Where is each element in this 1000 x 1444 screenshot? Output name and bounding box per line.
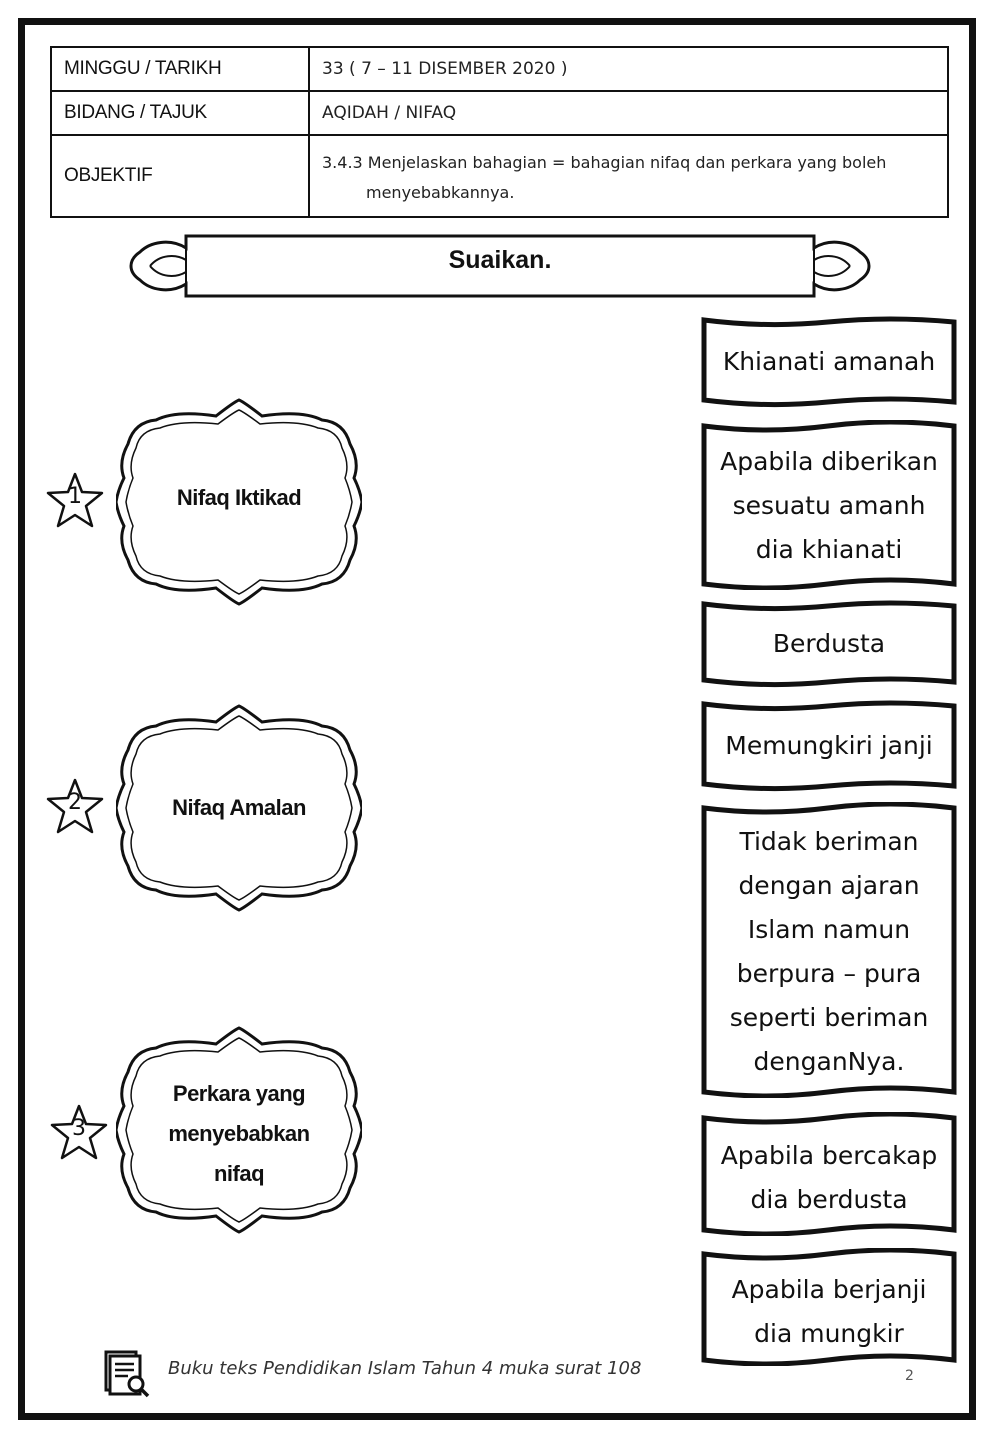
card-line: dia mungkir [754,1319,904,1348]
left-item-label: Nifaq Amalan [172,795,306,820]
card-line: dia khianati [755,535,903,564]
star-icon [50,1104,108,1160]
card-line: Apabila bercakap [720,1141,938,1170]
item-number: 3 [72,1116,86,1141]
card-text[interactable]: Berdusta [705,622,953,666]
card-line: dia berdusta [750,1185,908,1214]
info-label: OBJEKTIF [50,134,310,218]
info-label: BIDANG / TAJUK [50,90,310,136]
banner-title: Suaikan. [448,246,552,274]
card-line: Apabila diberikan [720,447,938,476]
left-item-line: Perkara yang [172,1081,306,1106]
label-frame [116,398,362,606]
card-text[interactable]: Tidak beriman dengan ajaran Islam namun … [705,820,953,1084]
page-number: 2 [905,1368,914,1384]
star-icon [46,472,104,528]
info-row-week: MINGGU / TARIKH 33 ( 7 – 11 DISEMBER 202… [50,46,949,92]
answer-card[interactable] [700,802,958,1098]
title-banner [129,234,871,298]
info-value: 33 ( 7 – 11 DISEMBER 2020 ) [308,46,949,92]
card-line: Islam namun [747,915,911,944]
card-text[interactable]: Apabila bercakap dia berdusta [705,1134,953,1222]
card-line: dengan ajaran [738,871,920,900]
info-table: MINGGU / TARIKH 33 ( 7 – 11 DISEMBER 202… [50,46,949,218]
answer-card[interactable] [700,420,958,590]
page-border [18,18,976,1420]
label-frame [116,704,362,912]
card-line: Apabila berjanji [731,1275,927,1304]
info-row-topic: BIDANG / TAJUK AQIDAH / NIFAQ [50,90,949,136]
item-number: 1 [68,484,82,509]
card-text[interactable]: Memungkiri janji [705,724,953,768]
card-text[interactable]: Apabila berjanji dia mungkir [705,1268,953,1356]
answer-card[interactable] [700,316,958,408]
card-line: Tidak beriman [739,827,919,856]
label-frame [116,1026,362,1234]
info-row-objective: OBJEKTIF 3.4.3 Menjelaskan bahagian = ba… [50,134,949,218]
card-line: Memungkiri janji [725,731,933,760]
card-line: denganNya. [753,1047,905,1076]
star-icon [46,778,104,834]
left-item-label: Perkara yang menyebabkan nifaq [116,1074,362,1194]
card-line: Khianati amanah [722,347,936,376]
book-search-icon [104,1350,150,1398]
answer-card[interactable] [700,600,958,688]
left-item-line: nifaq [213,1161,265,1186]
answer-card[interactable] [700,1112,958,1236]
objective-line-2: menyebabkannya. [366,183,515,202]
card-line: seperti beriman [729,1003,929,1032]
card-text[interactable]: Apabila diberikan sesuatu amanh dia khia… [705,440,953,572]
footer-reference: Buku teks Pendidikan Islam Tahun 4 muka … [168,1358,642,1379]
info-label: MINGGU / TARIKH [50,46,310,92]
card-line: sesuatu amanh [732,491,926,520]
info-value: 3.4.3 Menjelaskan bahagian = bahagian ni… [308,134,949,218]
info-value: AQIDAH / NIFAQ [308,90,949,136]
left-item-label: Nifaq Iktikad [176,485,302,510]
card-line: berpura – pura [736,959,922,988]
item-number: 2 [68,790,82,815]
answer-card[interactable] [700,1248,958,1366]
left-item-line: menyebabkan [168,1121,310,1146]
answer-card[interactable] [700,700,958,792]
objective-line-1: 3.4.3 Menjelaskan bahagian = bahagian ni… [322,153,887,172]
card-text[interactable]: Khianati amanah [705,340,953,384]
card-line: Berdusta [772,629,886,658]
